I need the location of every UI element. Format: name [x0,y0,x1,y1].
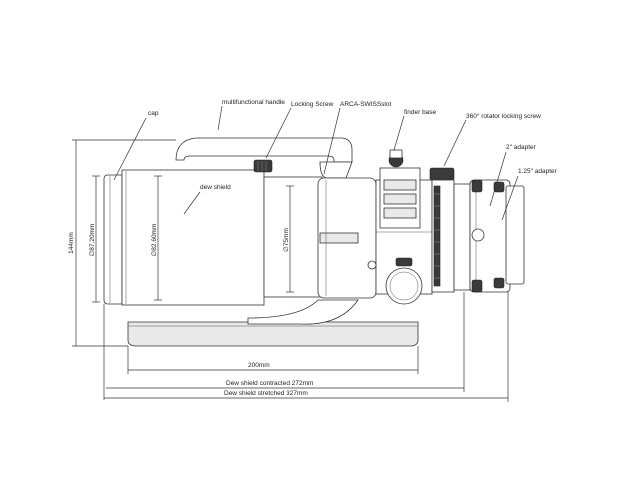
callout-dew-shield: dew shield [183,184,231,215]
svg-text:Dew shield stretched 327mm: Dew shield stretched 327mm [224,390,308,397]
dim-height: 144mm [68,139,176,347]
callout-cap: cap [113,110,159,181]
dim-dew-shield-diameter: ∅82.60mm [151,175,162,301]
dim-contracted: Dew shield contracted 272mm [103,292,465,400]
svg-text:multifunctional handle: multifunctional handle [222,99,285,106]
finder-base [379,149,421,229]
dim-base-length: 200mm [127,346,419,374]
callout-2in-adapter: 2" adapter [489,144,537,207]
tube-clamp [247,177,377,325]
svg-text:1.25" adapter: 1.25" adapter [518,168,558,175]
svg-text:2" adapter: 2" adapter [506,144,537,151]
rotator [429,167,455,293]
svg-text:200mm: 200mm [248,362,270,369]
svg-text:dew shield: dew shield [200,184,231,191]
dim-stretched: Dew shield stretched 327mm [104,292,509,402]
callout-rotator-locking-screw: 360° rotator locking screw [443,112,541,167]
callout-locking-screw: Locking Screw [265,101,334,159]
base-plate [127,321,419,347]
focus-knob [385,257,423,305]
svg-text:360° rotator locking screw: 360° rotator locking screw [466,112,541,120]
callout-arca-swiss-slot: ARCA-SWISSslot [323,101,391,175]
svg-text:144mm: 144mm [68,232,75,254]
cap [103,174,123,305]
svg-text:∅82.60mm: ∅82.60mm [151,224,158,257]
svg-text:finder base: finder base [404,109,437,116]
svg-text:ARCA-SWISSslot: ARCA-SWISSslot [340,101,391,108]
dim-cap-diameter: ∅87.20mm [89,175,100,303]
svg-text:Dew shield contracted 272mm: Dew shield contracted 272mm [226,380,313,387]
dim-tube-diameter: ∅75mm [283,185,294,293]
multifunctional-handle [175,137,353,179]
callout-finder-base: finder base [393,109,437,151]
svg-text:cap: cap [148,110,159,117]
callout-125in-adapter: 1.25" adapter [501,168,558,221]
svg-text:∅75mm: ∅75mm [283,228,290,252]
adapter-2in [453,179,511,293]
dew-shield [121,169,323,306]
callout-multifunctional-handle: multifunctional handle [217,99,285,131]
svg-text:Locking Screw: Locking Screw [291,101,334,108]
svg-text:∅87.20mm: ∅87.20mm [89,224,96,257]
